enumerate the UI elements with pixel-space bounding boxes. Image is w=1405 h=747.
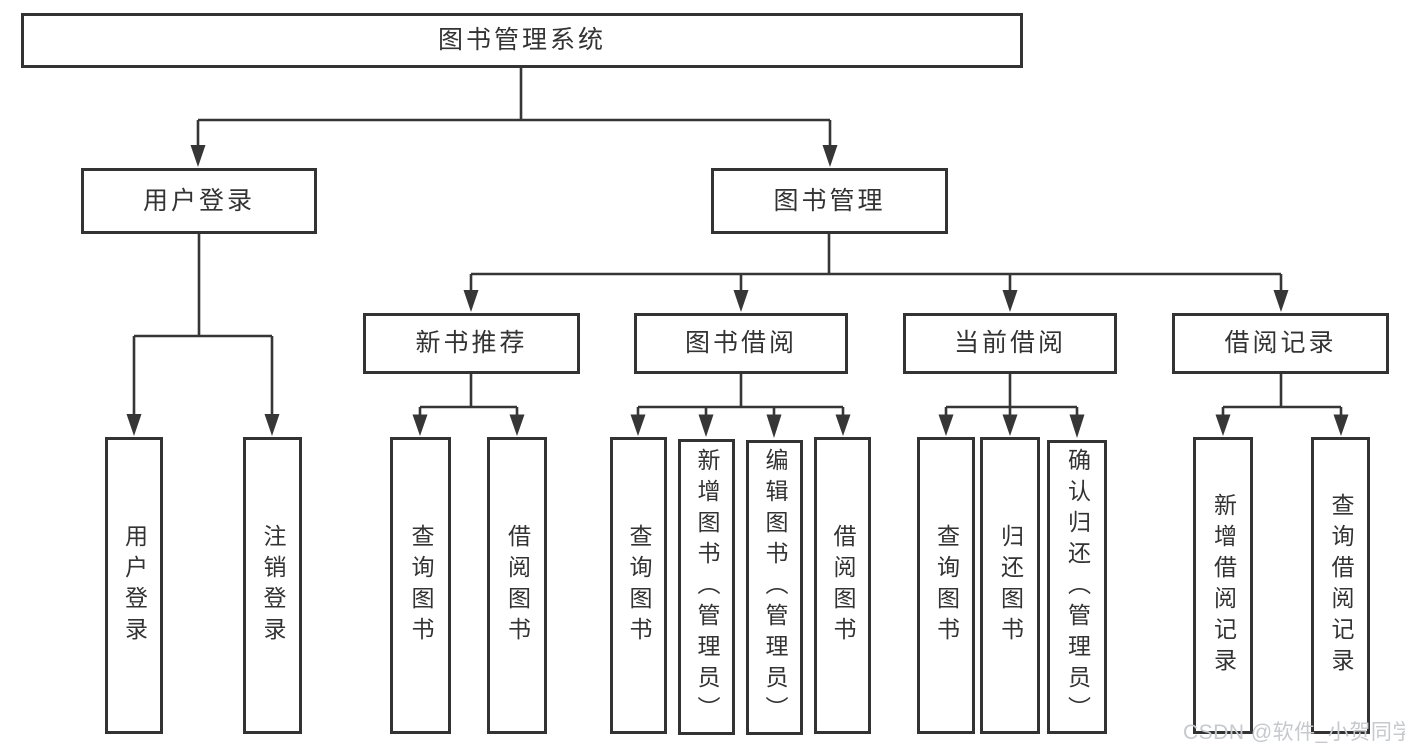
- node-new-book-rec: 新书推荐: [363, 313, 580, 374]
- node-rec-query-book: 查询图书: [390, 437, 451, 734]
- node-bb-query-book: 查询图书: [610, 437, 667, 734]
- connector-new-book-rec-children: [418, 374, 519, 416]
- node-borrow-records-label: 借阅记录: [1224, 329, 1337, 357]
- node-bb-borrow-book: 借阅图书: [814, 437, 871, 734]
- node-bb-add-book-label: 新增图书（管理员）: [694, 447, 720, 727]
- node-bb-borrow-book-label: 借阅图书: [830, 523, 856, 648]
- arrowhead-book-mgmt: [822, 145, 838, 167]
- node-rec-borrow-book-label: 借阅图书: [504, 523, 531, 648]
- node-user-login-leaf: 用户登录: [105, 437, 163, 734]
- arrowhead-rec-query-book: [412, 414, 428, 436]
- connector-book-borrow-children: [636, 374, 845, 416]
- arrowhead-br-add-record: [1215, 414, 1231, 436]
- node-logout-leaf-label: 注销登录: [260, 523, 286, 648]
- arrowhead-user-login-leaf: [126, 414, 142, 436]
- node-root: 图书管理系统: [21, 13, 1023, 68]
- node-cb-confirm-return-label: 确认归还（管理员）: [1064, 447, 1091, 727]
- node-borrow-records: 借阅记录: [1172, 313, 1389, 374]
- node-user-login-leaf-label: 用户登录: [121, 523, 148, 648]
- node-book-borrow-label: 图书借阅: [684, 329, 797, 357]
- arrowhead-br-query-record: [1333, 414, 1349, 436]
- connector-current-borrow-children: [944, 374, 1079, 416]
- node-cb-return-book-label: 归还图书: [997, 523, 1024, 648]
- arrowhead-book-borrow: [733, 290, 749, 312]
- arrowhead-bb-borrow-book: [835, 414, 851, 436]
- csdn-watermark: CSDN @软件_小贺同学: [1183, 721, 1405, 744]
- arrowhead-rec-borrow-book: [509, 414, 525, 436]
- node-rec-borrow-book: 借阅图书: [487, 437, 547, 734]
- arrowhead-borrow-records: [1273, 290, 1289, 312]
- connector-book-mgmt-children: [469, 233, 1283, 291]
- arrowhead-bb-add-book: [698, 414, 714, 437]
- connector-borrow-records-children: [1221, 374, 1343, 416]
- node-user-login-label: 用户登录: [142, 186, 255, 215]
- arrowhead-current-borrow: [1002, 290, 1018, 312]
- node-new-book-rec-label: 新书推荐: [415, 329, 528, 357]
- node-cb-query-book-label: 查询图书: [933, 523, 960, 648]
- arrowhead-user-login: [190, 145, 206, 167]
- connector-user-login-children: [132, 234, 274, 415]
- node-bb-edit-book: 编辑图书（管理员）: [746, 440, 803, 735]
- node-root-label: 图书管理系统: [437, 26, 606, 54]
- node-bb-add-book: 新增图书（管理员）: [678, 439, 735, 735]
- node-br-query-record: 查询借阅记录: [1311, 437, 1370, 734]
- node-book-borrow: 图书借阅: [634, 313, 848, 374]
- arrowhead-new-book-rec: [463, 290, 479, 312]
- node-book-mgmt-label: 图书管理: [773, 186, 886, 215]
- node-bb-query-book-label: 查询图书: [626, 523, 652, 648]
- node-user-login: 用户登录: [81, 168, 317, 234]
- node-cb-confirm-return: 确认归还（管理员）: [1047, 440, 1107, 734]
- node-rec-query-book-label: 查询图书: [408, 523, 434, 648]
- arrowhead-bb-edit-book: [766, 414, 782, 438]
- node-br-add-record-label: 新增借阅记录: [1210, 492, 1237, 679]
- node-br-add-record: 新增借阅记录: [1193, 437, 1253, 734]
- arrowhead-logout-leaf: [264, 414, 280, 436]
- node-logout-leaf: 注销登录: [243, 437, 302, 734]
- arrowhead-cb-confirm-return: [1069, 414, 1085, 438]
- arrowhead-cb-return-book: [1002, 414, 1018, 436]
- node-current-borrow-label: 当前借阅: [953, 329, 1066, 357]
- node-cb-query-book: 查询图书: [917, 437, 975, 734]
- node-current-borrow: 当前借阅: [903, 313, 1117, 374]
- arrowhead-bb-query-book: [630, 414, 646, 436]
- node-br-query-record-label: 查询借阅记录: [1328, 492, 1354, 679]
- connector-root-to-level2: [196, 67, 832, 147]
- node-cb-return-book: 归还图书: [980, 437, 1040, 734]
- arrowhead-cb-query-book: [938, 414, 954, 436]
- node-bb-edit-book-label: 编辑图书（管理员）: [762, 448, 788, 727]
- node-book-mgmt: 图书管理: [711, 168, 948, 234]
